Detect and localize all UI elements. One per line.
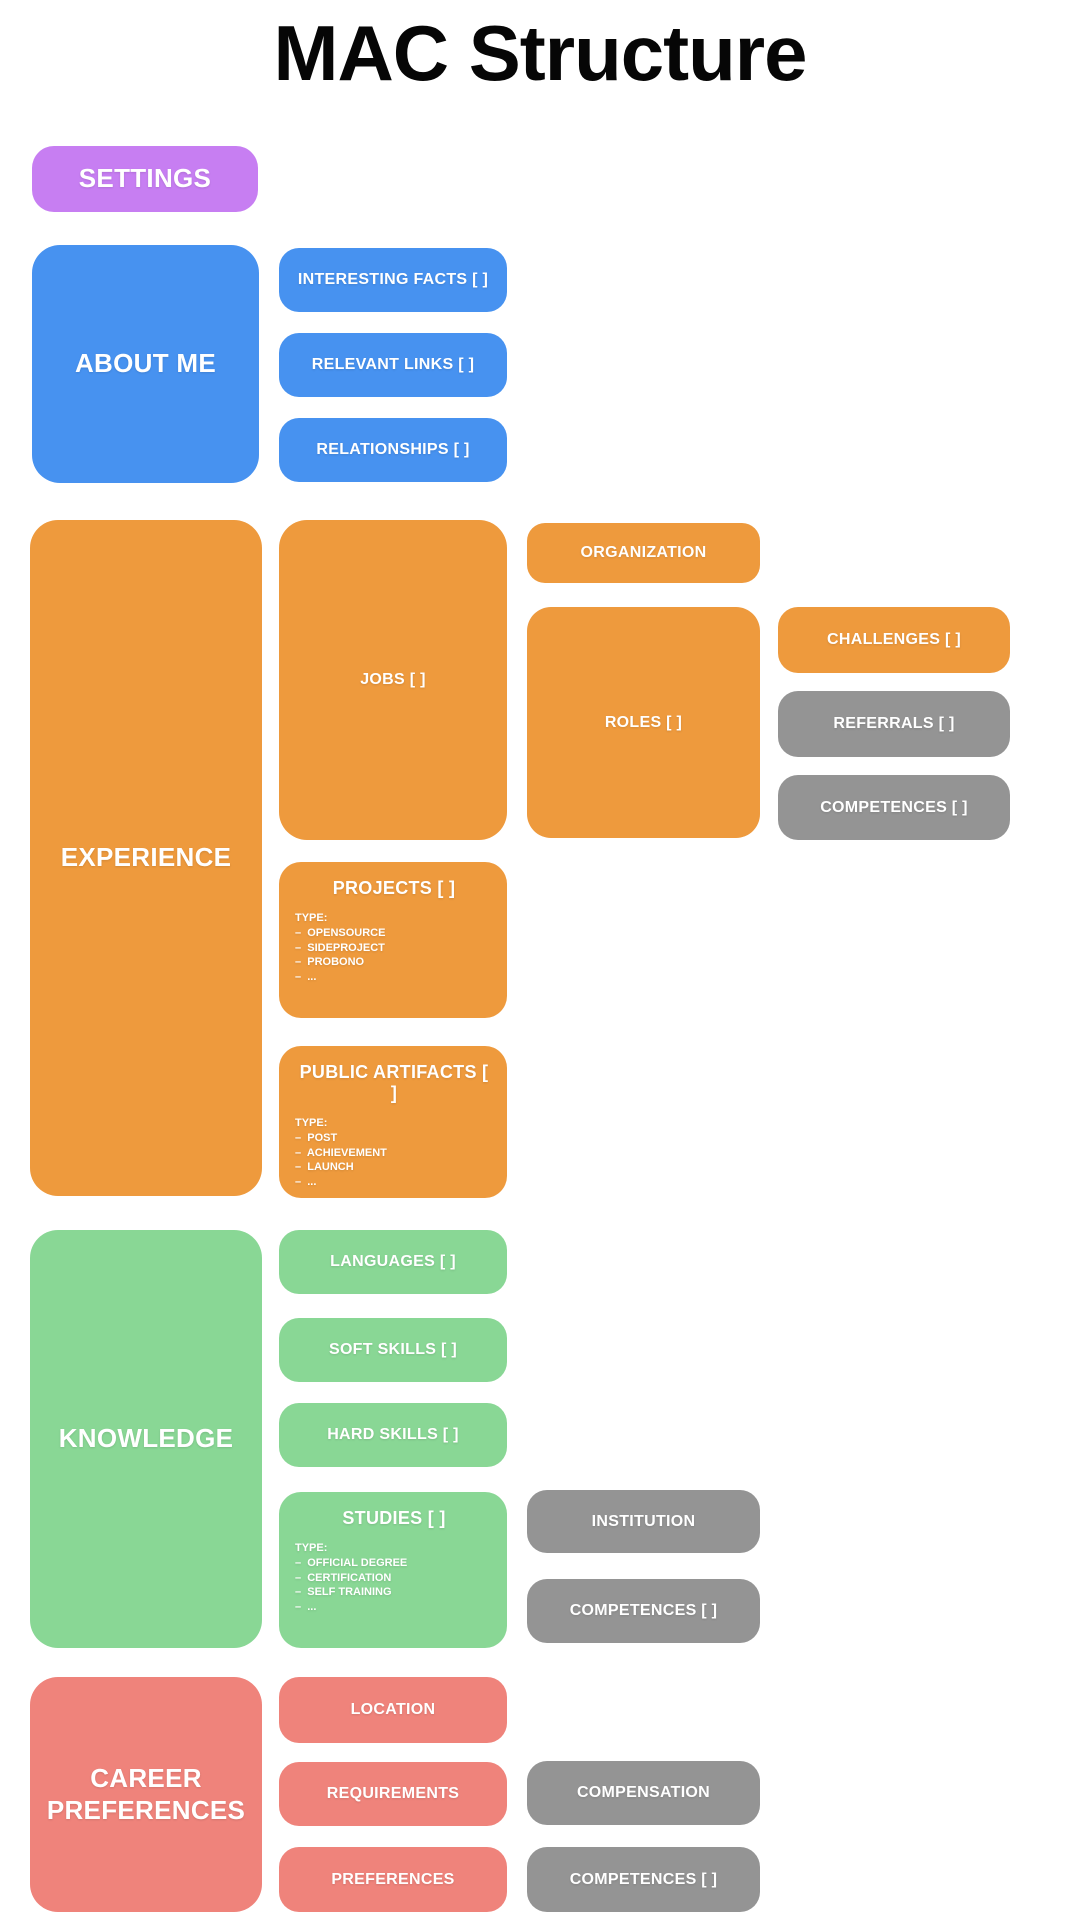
career-competences-block: COMPETENCES [ ]: [527, 1847, 760, 1912]
compensation-block: COMPENSATION: [527, 1761, 760, 1825]
studies-label: STUDIES [ ]: [342, 1508, 446, 1528]
career-competences-label: COMPETENCES [ ]: [569, 1870, 718, 1888]
roles-label: ROLES [ ]: [604, 713, 683, 731]
soft-skills-block: SOFT SKILLS [ ]: [279, 1318, 507, 1382]
relevant-links-label: RELEVANT LINKS [ ]: [311, 356, 475, 373]
type-item: – CERTIFICATION: [295, 1571, 392, 1584]
public-artifacts-type-heading: TYPE:: [295, 1117, 328, 1129]
page-title: MAC Structure: [273, 9, 807, 97]
studies-block: STUDIES [ ] TYPE: – OFFICIAL DEGREE – CER…: [279, 1492, 507, 1648]
relationships-block: RELATIONSHIPS [ ]: [279, 418, 507, 482]
type-item: – LAUNCH: [295, 1161, 354, 1173]
public-artifacts-block: PUBLIC ARTIFACTS [ ] TYPE: – POST – ACHIE…: [279, 1046, 507, 1198]
referrals-block: REFERRALS [ ]: [778, 691, 1010, 757]
roles-block: ROLES [ ]: [527, 607, 760, 838]
type-item: – SELF TRAINING: [295, 1586, 392, 1598]
type-item: – SIDEPROJECT: [295, 941, 385, 954]
type-item: – ...: [295, 970, 317, 983]
organization-block: ORGANIZATION: [527, 523, 760, 583]
preferences-label: PREFERENCES: [331, 1870, 455, 1888]
public-artifacts-label: PUBLIC ARTIFACTS [ ]: [299, 1062, 489, 1103]
roles-competences-block: COMPETENCES [ ]: [778, 775, 1010, 840]
projects-type-list: – OPENSOURCE – SIDEPROJECT – PROBONO – ...: [295, 926, 493, 984]
soft-skills-label: SOFT SKILLS [ ]: [328, 1341, 458, 1358]
location-block: LOCATION: [279, 1677, 507, 1743]
preferences-block: PREFERENCES: [279, 1847, 507, 1912]
hard-skills-block: HARD SKILLS [ ]: [279, 1403, 507, 1467]
projects-label: PROJECTS [ ]: [332, 878, 456, 898]
experience-label: EXPERIENCE: [60, 842, 232, 873]
about-me-label: ABOUT ME: [74, 348, 217, 379]
type-item: – PROBONO: [295, 956, 365, 968]
about-me-block: ABOUT ME: [32, 245, 259, 483]
jobs-label: JOBS [ ]: [360, 671, 426, 688]
requirements-label: REQUIREMENTS: [326, 1785, 460, 1802]
interesting-facts-label: INTERESTING FACTS [ ]: [297, 271, 489, 288]
jobs-block: JOBS [ ]: [279, 520, 507, 840]
projects-type-heading: TYPE:: [295, 912, 328, 924]
type-item: – OFFICIAL DEGREE: [295, 1557, 408, 1569]
institution-label: INSTITUTION: [591, 1512, 696, 1530]
studies-type-list: – OFFICIAL DEGREE – CERTIFICATION – SELF T…: [295, 1556, 493, 1614]
type-item: – ACHIEVEMENT: [295, 1146, 387, 1159]
settings-block: SETTINGS: [32, 146, 258, 212]
career-preferences-label: CAREER PREFERENCES: [46, 1763, 246, 1825]
type-item: – OPENSOURCE: [295, 927, 386, 939]
languages-label: LANGUAGES [ ]: [330, 1253, 456, 1270]
knowledge-block: KNOWLEDGE: [30, 1230, 262, 1648]
relationships-label: RELATIONSHIPS [ ]: [316, 441, 470, 458]
organization-label: ORGANIZATION: [580, 544, 707, 561]
relevant-links-block: RELEVANT LINKS [ ]: [279, 333, 507, 397]
type-item: – POST: [295, 1132, 338, 1144]
challenges-label: CHALLENGES [ ]: [827, 631, 961, 648]
studies-type-heading: TYPE:: [295, 1542, 328, 1554]
institution-block: INSTITUTION: [527, 1490, 760, 1553]
projects-block: PROJECTS [ ] TYPE: – OPENSOURCE – SIDEPRO…: [279, 862, 507, 1018]
roles-competences-label: COMPETENCES [ ]: [820, 798, 968, 816]
public-artifacts-type-list: – POST – ACHIEVEMENT – LAUNCH – ...: [295, 1131, 493, 1189]
career-preferences-block: CAREER PREFERENCES: [30, 1677, 262, 1912]
location-label: LOCATION: [350, 1701, 436, 1718]
referrals-label: REFERRALS [ ]: [833, 715, 955, 732]
studies-competences-block: COMPETENCES [ ]: [527, 1579, 760, 1643]
knowledge-label: KNOWLEDGE: [58, 1423, 234, 1454]
hard-skills-label: HARD SKILLS [ ]: [327, 1426, 459, 1443]
type-item: – ...: [295, 1175, 317, 1188]
settings-label: SETTINGS: [78, 163, 212, 194]
experience-block: EXPERIENCE: [30, 520, 262, 1196]
challenges-block: CHALLENGES [ ]: [778, 607, 1010, 673]
interesting-facts-block: INTERESTING FACTS [ ]: [279, 248, 507, 312]
languages-block: LANGUAGES [ ]: [279, 1230, 507, 1294]
compensation-label: COMPENSATION: [576, 1784, 711, 1801]
studies-competences-label: COMPETENCES [ ]: [569, 1602, 718, 1619]
requirements-block: REQUIREMENTS: [279, 1762, 507, 1826]
type-item: – ...: [295, 1600, 317, 1613]
